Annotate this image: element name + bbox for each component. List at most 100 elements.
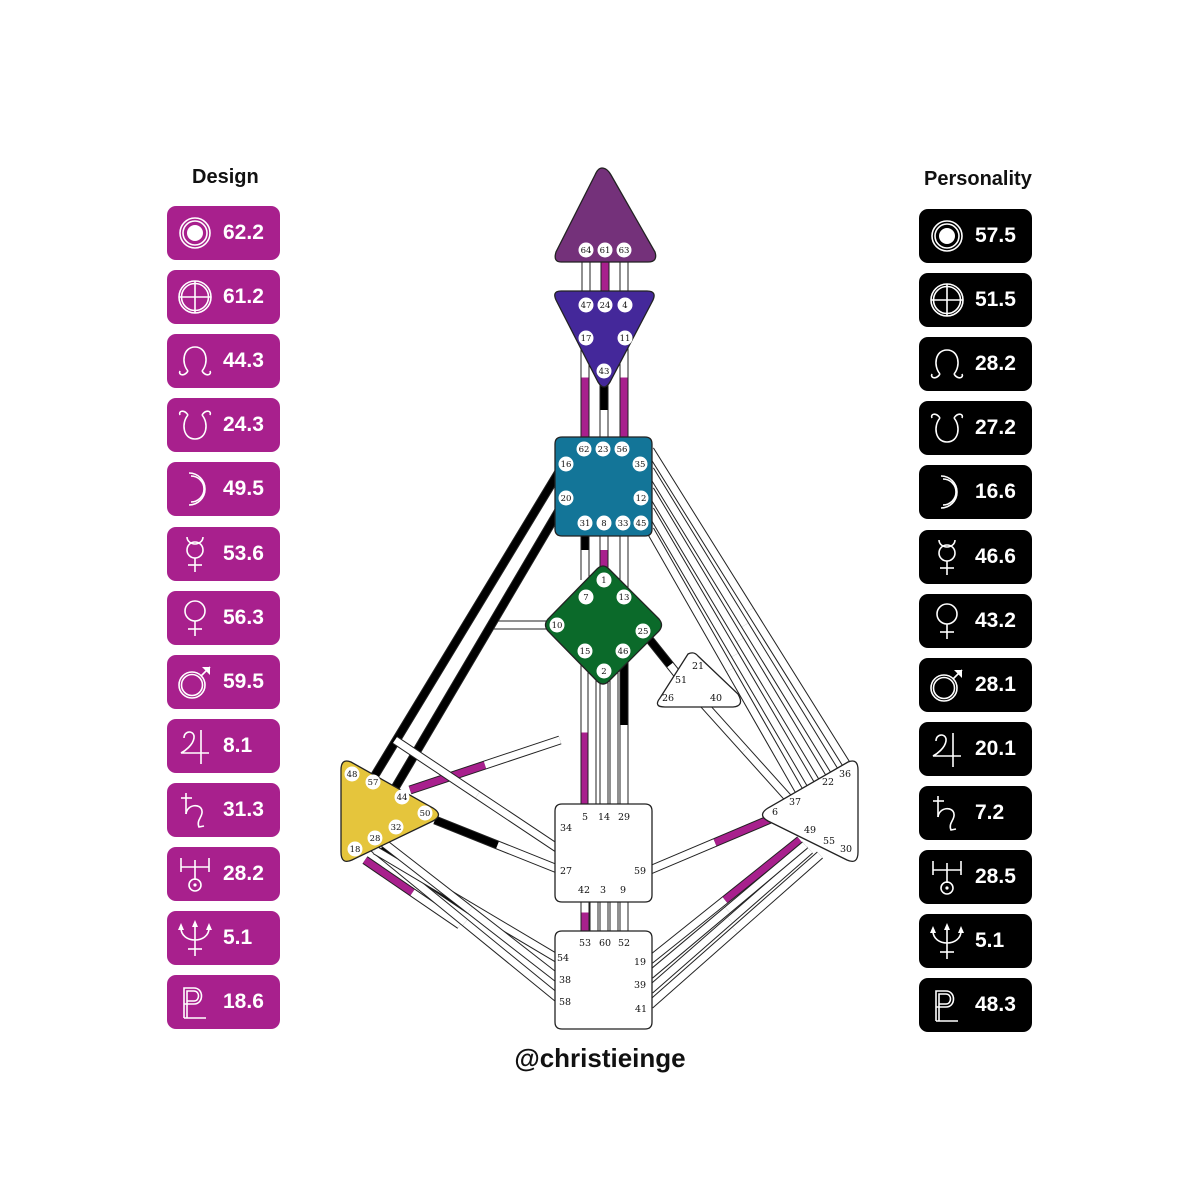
gate-32: 32 (388, 819, 404, 835)
gate-15: 15 (577, 643, 593, 659)
earth-icon (178, 280, 212, 314)
gate-42: 42 (578, 885, 590, 896)
personality-value: 43.2 (975, 608, 1016, 632)
sun-icon (179, 217, 211, 249)
design-value: 59.5 (223, 669, 264, 693)
mars-icon (178, 666, 211, 699)
personality-value: 57.5 (975, 224, 1016, 247)
gate-label: 10 (552, 621, 563, 631)
personality-value: 7.2 (975, 800, 1005, 824)
jupiter-icon (180, 729, 209, 764)
gate-50: 50 (417, 805, 433, 821)
design-value: 5.1 (223, 926, 253, 950)
personality-planet-jupiter: 20.1 (919, 721, 1032, 776)
gate-label: 35 (635, 460, 646, 470)
personality-planet-neptune: 5.1 (919, 914, 1032, 969)
gate-37: 37 (789, 797, 801, 808)
design-value: 53.6 (223, 541, 264, 565)
gate-label: 26 (662, 693, 674, 704)
personality-planet-north-node: 28.2 (919, 337, 1032, 392)
gate-55: 55 (823, 836, 835, 847)
gate-33: 33 (615, 515, 631, 531)
channel (392, 736, 563, 854)
gate-label: 6 (772, 807, 778, 818)
gate-label: 33 (618, 519, 629, 529)
personality-planet-uranus: 28.5 (919, 850, 1032, 904)
south-node-icon (930, 413, 964, 444)
gate-2: 2 (596, 663, 612, 679)
gate-label: 17 (581, 334, 592, 344)
design-value: 24.3 (223, 413, 264, 437)
channel (647, 846, 813, 994)
author-handle: @christieinge (514, 1043, 686, 1073)
design-value: 31.3 (223, 797, 264, 821)
gate-label: 27 (560, 866, 572, 877)
gate-19: 19 (634, 957, 646, 968)
gate-57: 57 (365, 774, 381, 790)
gate-label: 54 (557, 953, 569, 964)
gate-4: 4 (617, 297, 633, 313)
gate-47: 47 (578, 297, 594, 313)
design-planet-north-node: 44.3 (167, 334, 280, 389)
gate-3: 3 (600, 885, 606, 896)
gate-label: 28 (370, 834, 381, 844)
channel (646, 487, 834, 793)
design-planet-mercury: 53.6 (167, 526, 280, 581)
gate-22: 22 (822, 777, 834, 788)
gate-label: 34 (560, 823, 572, 834)
design-value: 44.3 (223, 349, 264, 373)
gate-45: 45 (633, 515, 649, 531)
neptune-icon (178, 920, 212, 957)
channel (377, 836, 563, 984)
design-planet-earth: 61.2 (167, 270, 280, 325)
gate-label: 64 (581, 246, 592, 256)
personality-value: 28.5 (975, 865, 1016, 888)
design-value: 62.2 (223, 221, 264, 244)
gate-label: 13 (619, 593, 630, 603)
gate-28: 28 (367, 830, 383, 846)
gate-label: 3 (600, 885, 606, 896)
gate-label: 42 (578, 885, 590, 896)
gate-label: 37 (789, 797, 801, 808)
uranus-icon (180, 858, 210, 892)
gate-60: 60 (599, 938, 611, 949)
personality-value: 28.1 (975, 672, 1016, 696)
personality-value: 20.1 (975, 736, 1016, 760)
gate-13: 13 (616, 589, 632, 605)
personality-planet-earth: 51.5 (919, 273, 1032, 328)
gate-18: 18 (347, 841, 363, 857)
gate-label: 49 (804, 825, 816, 836)
gate-label: 21 (692, 661, 704, 672)
design-planet-moon: 49.5 (167, 462, 280, 517)
gate-51: 51 (675, 675, 687, 686)
gate-label: 36 (839, 769, 851, 780)
gate-label: 45 (636, 519, 647, 529)
gate-label: 59 (634, 866, 646, 877)
gate-49: 49 (804, 825, 816, 836)
personality-planet-saturn: 7.2 (919, 785, 1032, 840)
gate-label: 56 (617, 445, 628, 455)
south-node-icon (178, 410, 212, 441)
gate-label: 58 (559, 997, 571, 1008)
gate-11: 11 (617, 330, 633, 346)
gate-41: 41 (635, 1004, 647, 1015)
personality-planet-venus: 43.2 (919, 593, 1032, 648)
gate-38: 38 (559, 975, 571, 986)
gate-59: 59 (634, 866, 646, 877)
design-planet-jupiter: 8.1 (167, 718, 280, 773)
gate-label: 12 (636, 494, 647, 504)
channel (646, 507, 824, 803)
gate-29: 29 (618, 812, 630, 823)
design-value: 61.2 (223, 285, 264, 309)
design-value: 18.6 (223, 990, 264, 1014)
gate-1: 1 (596, 572, 612, 588)
gate-label: 61 (600, 246, 611, 256)
design-value: 49.5 (223, 477, 264, 501)
gate-label: 41 (635, 1004, 647, 1015)
gate-label: 32 (391, 823, 402, 833)
